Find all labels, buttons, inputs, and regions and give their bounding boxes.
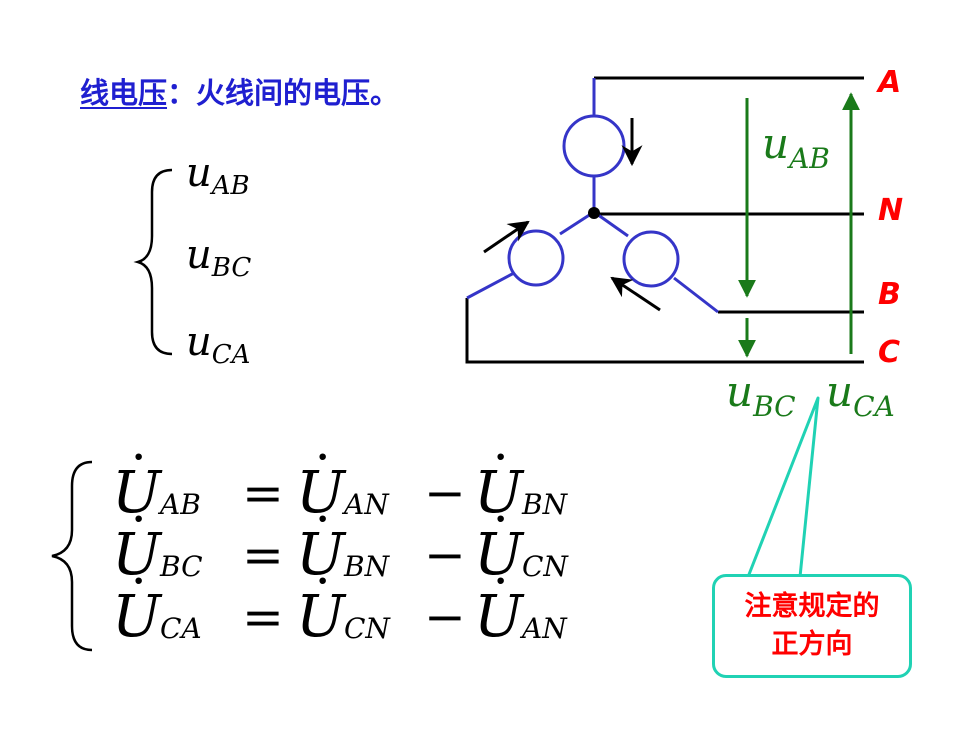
svg-text:CA: CA	[160, 612, 202, 645]
svg-text:·: ·	[132, 558, 145, 603]
neutral-node	[588, 207, 600, 219]
svg-text:·: ·	[494, 558, 507, 603]
svg-text:U: U	[296, 458, 347, 526]
star-source	[466, 78, 719, 314]
svg-text:U: U	[474, 458, 525, 526]
line-voltage-ca: uCA	[186, 319, 250, 370]
svg-text:U: U	[296, 582, 347, 650]
source-b	[622, 230, 680, 288]
svg-text:·: ·	[132, 496, 145, 541]
phasor-dot: ·	[132, 434, 145, 479]
svg-text:CN: CN	[344, 612, 391, 645]
emf-arrow-b	[610, 276, 661, 312]
svg-text:BN: BN	[521, 488, 569, 521]
svg-text:·: ·	[494, 434, 507, 479]
callout-pointer	[746, 396, 820, 578]
svg-text:−: −	[424, 526, 466, 584]
line-voltage-bc: uBC	[186, 232, 251, 283]
callout-box: 注意规定的 正方向	[712, 574, 912, 678]
source-c	[507, 229, 565, 287]
voltage-label-ca: uCA	[826, 367, 895, 423]
svg-text:AN: AN	[341, 488, 390, 521]
svg-text:U: U	[112, 582, 163, 650]
callout-line-2: 正方向	[771, 629, 853, 660]
title-colon: ：	[167, 76, 197, 110]
emf-arrow-c	[483, 220, 530, 254]
svg-text:U: U	[474, 520, 525, 588]
callout-line-1: 注意规定的	[744, 591, 880, 622]
equation-row-2: U · BC = U · BN − U · CN	[112, 496, 569, 588]
slide-title: 线电压：火线间的电压。	[80, 70, 399, 112]
svg-text:·: ·	[316, 434, 329, 479]
equation-row-3: U · CA = U · CN − U · AN	[112, 558, 568, 650]
svg-text:U: U	[296, 520, 347, 588]
svg-text:U: U	[112, 458, 163, 526]
list-brace	[133, 168, 173, 356]
svg-text:U: U	[474, 582, 525, 650]
svg-text:=: =	[242, 526, 284, 584]
svg-text:BN: BN	[343, 550, 391, 583]
line-voltage-ab: uAB	[186, 150, 250, 201]
label-b: B	[878, 277, 901, 312]
svg-text:BC: BC	[159, 550, 203, 583]
source-a	[562, 114, 626, 178]
equation-row-1: U · AB = U · AN − U · BN	[112, 434, 569, 526]
svg-text:−: −	[424, 588, 466, 646]
wire-c	[465, 298, 864, 364]
svg-text:=: =	[242, 464, 284, 522]
svg-text:·: ·	[494, 496, 507, 541]
title-description: 火线间的电压。	[196, 76, 400, 110]
label-a: A	[876, 65, 901, 100]
svg-text:AN: AN	[519, 612, 568, 645]
equation-brace	[51, 460, 93, 652]
svg-text:U: U	[112, 520, 163, 588]
svg-text:=: =	[242, 588, 284, 646]
voltage-label-ab: uAB	[762, 119, 830, 175]
voltage-label-bc: uBC	[726, 367, 796, 423]
label-c: C	[878, 335, 900, 370]
svg-text:·: ·	[316, 496, 329, 541]
svg-text:AB: AB	[157, 488, 201, 521]
svg-text:·: ·	[316, 558, 329, 603]
svg-text:CN: CN	[522, 550, 569, 583]
svg-text:−: −	[424, 464, 466, 522]
label-n: N	[878, 193, 903, 228]
title-term: 线电压	[80, 76, 168, 110]
